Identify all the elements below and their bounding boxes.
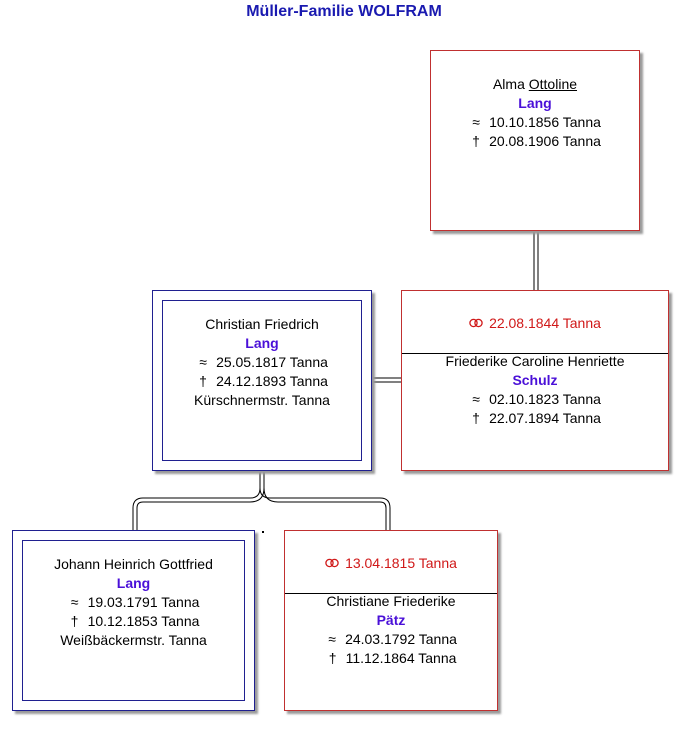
marriage-rings-icon: [325, 554, 339, 573]
death-line: †10.12.1853 Tanna: [13, 612, 254, 631]
card-inner-border: [22, 540, 245, 701]
person-given-name: Christian Friedrich: [205, 316, 319, 332]
separator: [402, 353, 668, 354]
person-given-name: Johann Heinrich Gottfried: [54, 556, 213, 572]
death-line: †24.12.1893 Tanna: [153, 372, 371, 391]
person-surname: Lang: [116, 575, 151, 591]
person-card-christian[interactable]: Christian Friedrich Lang ≈25.05.1817 Tan…: [152, 290, 372, 471]
person-card-alma[interactable]: Alma Ottoline Lang ≈10.10.1856 Tanna †20…: [430, 50, 640, 231]
marriage-line: 13.04.1815 Tanna: [285, 554, 497, 573]
page-title: Müller-Familie WOLFRAM: [246, 3, 442, 20]
died-symbol: †: [472, 133, 480, 149]
died-symbol: †: [328, 650, 337, 666]
card-inner-border: [162, 300, 362, 461]
person-surname: Pätz: [376, 612, 406, 628]
marriage-rings-icon: [469, 314, 483, 333]
born-symbol: ≈: [472, 114, 480, 130]
born-symbol: ≈: [328, 631, 336, 647]
person-card-friederike[interactable]: 22.08.1844 Tanna Friederike Caroline Hen…: [401, 290, 669, 471]
died-symbol: †: [472, 410, 480, 426]
birth-line: ≈25.05.1817 Tanna: [153, 353, 371, 372]
birth-line: ≈02.10.1823 Tanna: [402, 390, 668, 409]
born-symbol: ≈: [70, 594, 79, 610]
person-surname: Lang: [245, 335, 279, 351]
person-card-johann[interactable]: Johann Heinrich Gottfried Lang ≈19.03.17…: [12, 530, 255, 711]
person-surname: Schulz: [512, 372, 558, 388]
person-given-name: Friederike Caroline Henriette: [445, 353, 625, 369]
separator: [285, 593, 497, 594]
occupation: Kürschnermstr. Tanna: [194, 392, 330, 408]
person-surname: Lang: [518, 95, 552, 111]
birth-line: ≈19.03.1791 Tanna: [13, 593, 254, 612]
death-line: †11.12.1864 Tanna: [285, 649, 497, 668]
born-symbol: ≈: [199, 354, 207, 370]
person-given-name: Alma Ottoline: [492, 76, 578, 92]
person-card-christiane[interactable]: 13.04.1815 Tanna Christiane Friederike P…: [284, 530, 498, 711]
occupation: Weißbäckermstr. Tanna: [60, 632, 207, 648]
born-symbol: ≈: [472, 391, 480, 407]
death-line: †22.07.1894 Tanna: [402, 409, 668, 428]
birth-line: ≈10.10.1856 Tanna: [431, 113, 639, 132]
marriage-line: 22.08.1844 Tanna: [402, 314, 668, 333]
died-symbol: †: [70, 613, 79, 629]
birth-line: ≈24.03.1792 Tanna: [285, 630, 497, 649]
died-symbol: †: [199, 373, 207, 389]
death-line: †20.08.1906 Tanna: [431, 132, 639, 151]
person-given-name: Christiane Friederike: [326, 593, 456, 609]
